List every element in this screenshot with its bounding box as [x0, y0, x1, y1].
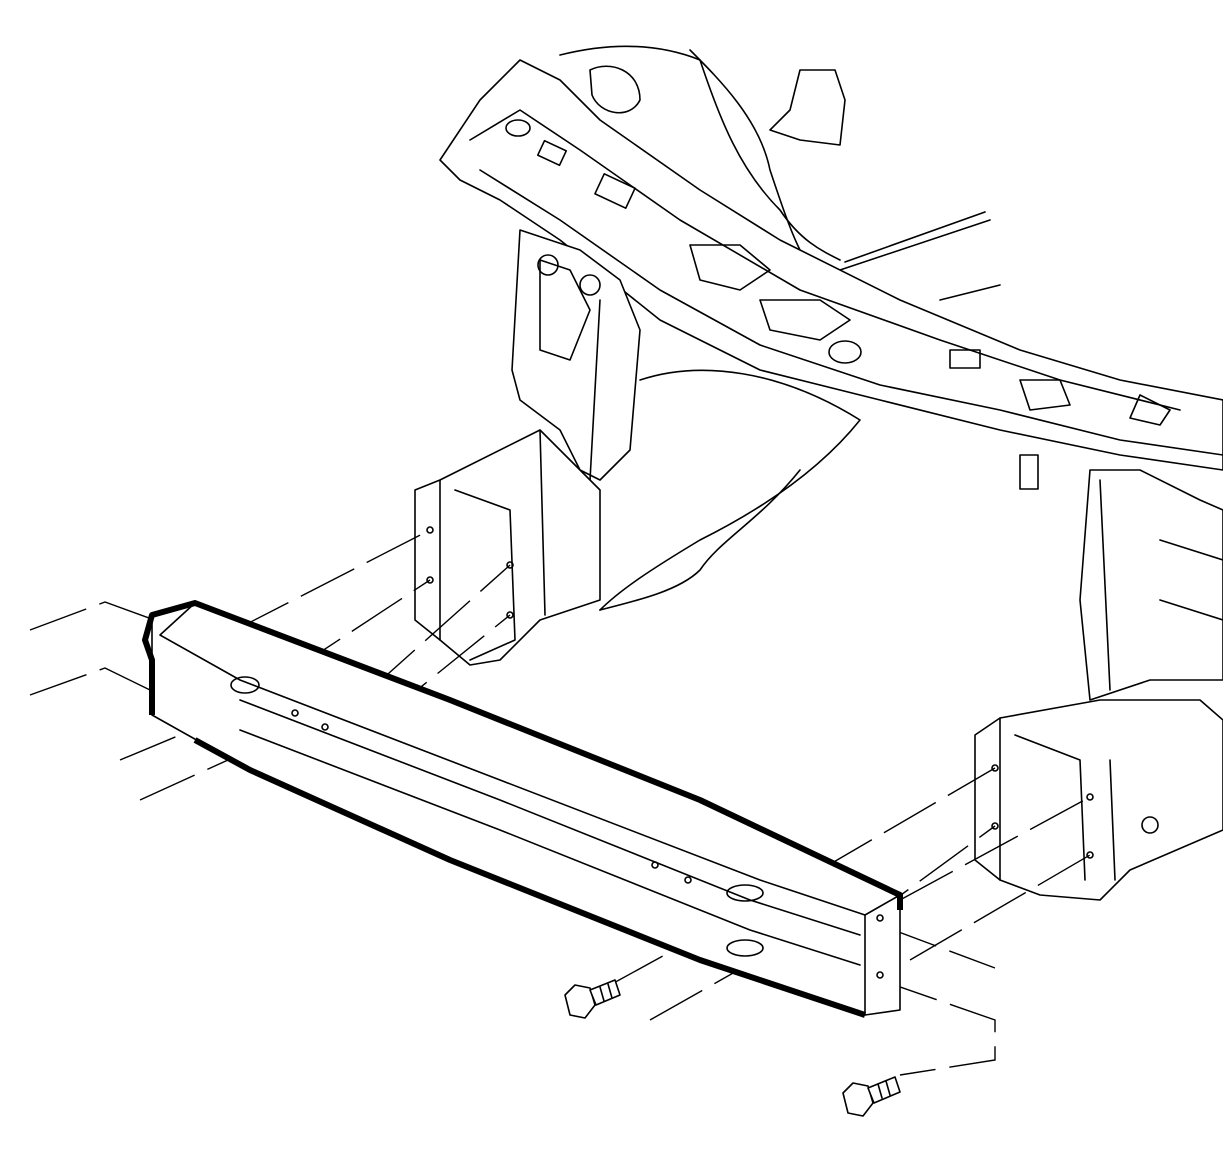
- bracket-hole: [1086, 851, 1094, 859]
- support-hole: [579, 274, 601, 296]
- bar-hole: [876, 914, 884, 922]
- bolt-icon: [842, 1082, 874, 1117]
- right-vertical-support: [1019, 454, 1223, 701]
- support-hole: [505, 119, 531, 137]
- bar-slot: [726, 939, 764, 957]
- bracket-hole: [426, 526, 434, 534]
- left-vertical-support: [511, 229, 641, 481]
- support-slot: [536, 139, 568, 167]
- bracket-hole: [506, 611, 514, 619]
- bracket-hole: [1086, 793, 1094, 801]
- support-slot: [594, 173, 636, 209]
- bracket-hole: [426, 576, 434, 584]
- support-slot: [949, 349, 981, 369]
- body-structure: [559, 45, 1001, 611]
- bumper-impact-bar: [142, 600, 903, 1018]
- support-hole: [537, 254, 559, 276]
- support-hole: [828, 340, 862, 364]
- bracket-hole: [991, 822, 999, 830]
- bar-slot: [726, 884, 764, 902]
- left-bumper-bracket: [414, 429, 601, 666]
- bracket-hole: [991, 764, 999, 772]
- bar-hole: [651, 861, 659, 869]
- right-bumper-bracket: [974, 699, 1223, 901]
- bar-hole: [291, 709, 299, 717]
- bar-hole: [876, 971, 884, 979]
- bolt-icon: [564, 984, 596, 1019]
- bar-hole: [684, 876, 692, 884]
- bolt-left: [564, 979, 621, 1019]
- bolt-right: [842, 1076, 901, 1117]
- bracket-hole: [506, 561, 514, 569]
- bar-hole: [321, 723, 329, 731]
- bolt-nut-icon: [1141, 816, 1159, 834]
- radiator-support: [439, 59, 1223, 471]
- bar-slot: [230, 676, 260, 694]
